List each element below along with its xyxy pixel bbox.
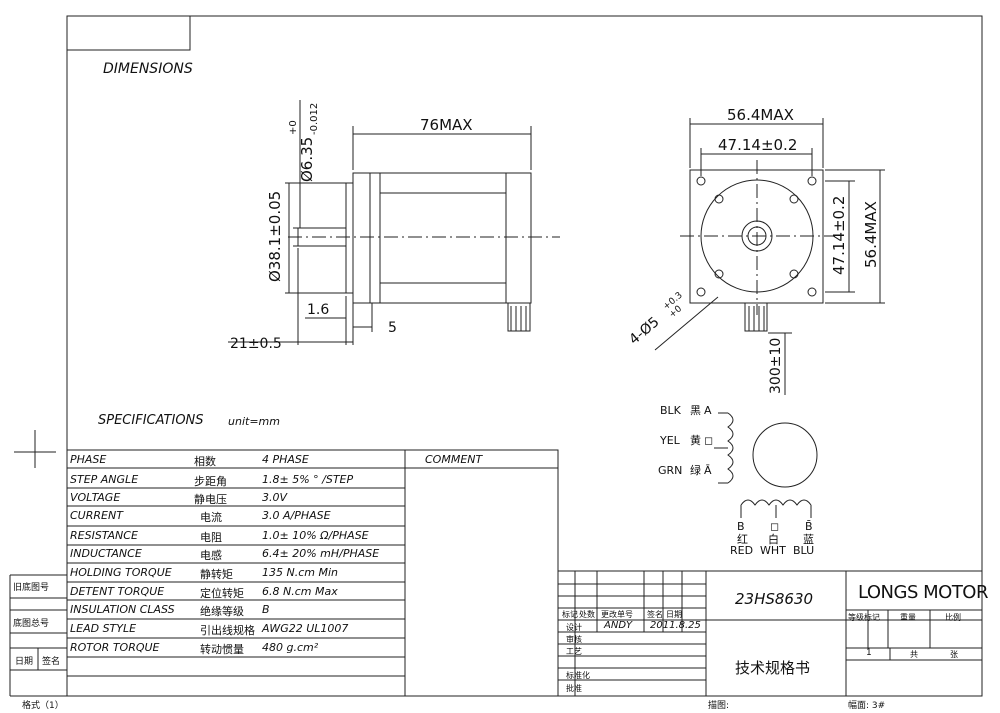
model-number: 23HS8630 xyxy=(735,590,814,608)
dim-shaft-tol-upper: +0 xyxy=(288,120,299,135)
spec-value: 1.8± 5% ° /STEP xyxy=(262,473,354,486)
spec-label: DETENT TORQUE xyxy=(70,585,165,598)
grade-mark-label: 等级标记 xyxy=(848,613,880,622)
wire-red-cn: 红 xyxy=(737,533,748,546)
col-count: 处数 xyxy=(579,610,595,619)
spec-label-cn: 电流 xyxy=(200,511,222,524)
total-label: 共 xyxy=(910,650,918,659)
unit-label: unit=mm xyxy=(228,415,280,428)
spec-label-cn: 电感 xyxy=(200,549,222,562)
craft-label: 工艺 xyxy=(566,647,582,656)
spec-label-cn: 静电压 xyxy=(194,493,227,506)
spec-value: 1.0± 10% Ω/PHASE xyxy=(262,529,369,542)
dim-shaft-tol-lower: -0.012 xyxy=(309,103,320,135)
wire-blu: BLU xyxy=(793,544,814,557)
col-mark: 标记 xyxy=(562,610,578,619)
spec-label-cn: 相数 xyxy=(194,455,216,468)
dim-front-height: 56.4MAX xyxy=(862,201,880,268)
wire-blu-cn: 蓝 xyxy=(803,533,814,546)
wire-grn: GRN xyxy=(658,464,682,477)
check-label: 审核 xyxy=(566,635,582,644)
dim-pilot-dia: Ø38.1±0.05 xyxy=(266,191,284,282)
dim-side-length: 76MAX xyxy=(420,116,473,134)
dim-shaft-dia: Ø6.35 xyxy=(298,137,316,182)
approve-label: 批准 xyxy=(566,684,582,693)
spec-label: PHASE xyxy=(70,453,107,466)
dim-lead-length: 300±10 xyxy=(768,338,784,394)
spec-label-cn: 引出线规格 xyxy=(200,624,255,637)
spec-label-cn: 绝缘等级 xyxy=(200,605,244,618)
wire-yel-code: ◻ xyxy=(704,434,713,447)
col-sign: 签名 xyxy=(647,610,663,619)
spec-label: RESISTANCE xyxy=(70,529,138,542)
wire-bbar-code: B̄ xyxy=(805,520,813,533)
wire-wht-code: ◻ xyxy=(770,520,779,533)
standard-label: 标准化 xyxy=(566,671,590,680)
wire-b-code: B xyxy=(737,520,745,533)
wire-blk: BLK xyxy=(660,404,682,417)
col-date: 日期 xyxy=(666,610,682,619)
page-size-label: 幅面: 3# xyxy=(848,701,886,711)
date-label: 日期 xyxy=(15,657,34,667)
dim-front-width: 56.4MAX xyxy=(727,106,794,124)
dim-flange-thick: 5 xyxy=(388,320,397,336)
dimensions-title: DIMENSIONS xyxy=(103,61,193,77)
wire-red: RED xyxy=(730,544,753,557)
comment-header: COMMENT xyxy=(425,453,483,466)
spec-value: 480 g.cm² xyxy=(262,641,319,654)
dim-front-bolt: 47.14±0.2 xyxy=(718,136,797,154)
spec-value: 3.0 A/PHASE xyxy=(262,509,331,522)
design-date: 2011.8.25 xyxy=(650,620,701,631)
old-drawing-label: 旧底图号 xyxy=(13,583,50,593)
spec-value: 3.0V xyxy=(262,491,288,504)
spec-label: STEP ANGLE xyxy=(70,473,139,486)
spec-label: LEAD STYLE xyxy=(70,622,137,635)
wire-yel: YEL xyxy=(659,434,681,447)
wire-grn-code: Ā xyxy=(704,464,712,477)
spec-value: 135 N.cm Min xyxy=(262,566,338,579)
format-label: 格式（1） xyxy=(22,701,64,711)
spec-label-cn: 电阻 xyxy=(200,531,222,544)
dim-holes: 4-Ø5 xyxy=(626,314,662,348)
sheet-number: 1 xyxy=(866,648,872,658)
spec-value: 4 PHASE xyxy=(262,453,309,466)
spec-label: VOLTAGE xyxy=(70,491,121,504)
dim-front-bolt-v: 47.14±0.2 xyxy=(830,196,848,275)
spec-label: ROTOR TORQUE xyxy=(70,641,160,654)
spec-label: INSULATION CLASS xyxy=(70,603,175,616)
wire-wht-cn: 白 xyxy=(768,532,779,546)
spec-value: B xyxy=(262,603,270,616)
spec-value: AWG22 UL1007 xyxy=(262,622,349,635)
wire-grn-cn: 绿 xyxy=(690,463,701,477)
spec-label: CURRENT xyxy=(70,509,123,522)
spec-label-cn: 静转矩 xyxy=(200,568,233,581)
company-name: LONGS MOTOR xyxy=(858,582,988,603)
spec-label-cn: 定位转矩 xyxy=(200,587,244,600)
spec-value: 6.4± 20% mH/PHASE xyxy=(262,547,380,560)
desc-label: 描图: xyxy=(708,701,730,711)
spec-label: INDUCTANCE xyxy=(70,547,142,560)
design-label: 设计 xyxy=(566,623,582,632)
spec-value: 6.8 N.cm Max xyxy=(262,585,338,598)
sign-label: 签名 xyxy=(42,657,61,667)
design-name: ANDY xyxy=(604,620,633,631)
spec-label: HOLDING TORQUE xyxy=(70,566,172,579)
wire-blk-cn: 黑 xyxy=(690,404,701,417)
weight-label: 重量 xyxy=(900,613,916,622)
document-name: 技术规格书 xyxy=(735,659,811,677)
dim-shaft-length: 21±0.5 xyxy=(230,336,282,352)
spec-label-cn: 转动惯量 xyxy=(200,643,244,656)
dim-pilot-depth: 1.6 xyxy=(307,302,329,318)
scale-label: 比例 xyxy=(945,613,961,622)
wire-blk-code: A xyxy=(704,404,712,417)
drawing-no-label: 底图总号 xyxy=(13,619,50,629)
sheets-label: 张 xyxy=(950,650,958,659)
wire-wht: WHT xyxy=(760,544,786,557)
spec-label-cn: 步距角 xyxy=(194,475,227,488)
wire-yel-cn: 黄 xyxy=(690,433,701,447)
specifications-title: SPECIFICATIONS xyxy=(98,413,204,428)
col-change: 更改单号 xyxy=(601,610,633,619)
